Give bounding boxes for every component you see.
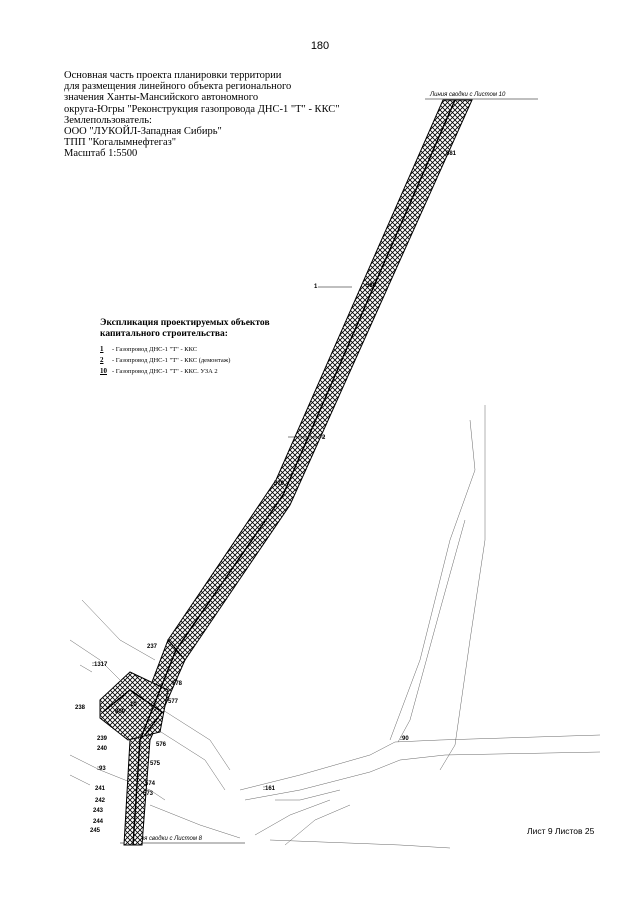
legend-item-number: 2 [100,356,104,364]
parcel-label: :161 [263,786,276,792]
legend-title-line: капитального строительства: [100,329,228,339]
parcel-label: 578 [172,681,183,687]
legend-item-number: 10 [100,367,107,375]
scale-label: Масштаб 1:5500 [64,148,138,160]
marker-2-label: 2 [322,435,326,441]
legend-item: 2 - Газопровод ДНС-1 "Т" - ККС (демонтаж) [100,355,270,366]
parcel-label: 240 [97,746,108,752]
parcel-label: 241 [95,786,106,792]
legend-item: 10 - Газопровод ДНС-1 "Т" - ККС. УЗА 2 [100,366,270,377]
parcel-label: 237 [147,644,158,650]
parcel-label: 242 [95,798,106,804]
title-line: округа-Югры "Реконструкция газопровода Д… [64,103,340,115]
parcel-label: :90 [400,736,409,742]
marker-1: 1 [314,284,352,290]
parcel-label: 238 [75,705,86,711]
parcel-label: 245 [90,828,101,834]
sheet-label: Лист 9 Листов 25 [527,826,595,836]
legend-item: 1 - Газопровод ДНС-1 "Т" - ККС [100,344,270,355]
parcel-label: 581 [446,151,457,157]
title-line: ООО "ЛУКОЙЛ-Западная Сибирь" [64,126,222,138]
parcel-label: 243 [93,808,104,814]
pipeline-centerline [102,99,456,846]
parcel-label: 577 [168,699,179,705]
legend: Экспликация проектируемых объектов капит… [100,318,270,377]
title-line: Землепользователь: [64,114,152,126]
title-line: Основная часть проекта планировки террит… [64,70,282,81]
parcel-label: 573 [143,791,154,797]
marker-10-label: 10 [130,702,137,708]
match-line-bottom-label: Линия сводки с Листом 8 [129,836,203,842]
parcel-label: 579 [274,481,285,487]
match-line-top: Линия сводки с Листом 10 [425,92,538,100]
marker-1-label: 1 [314,284,318,290]
legend-item-text: - Газопровод ДНС-1 "Т" - ККС. УЗА 2 [112,368,218,375]
parcel-label: :93 [97,766,106,772]
marker-2: 2 [288,435,326,441]
parcel-label: 576 [156,742,167,748]
legend-items: 1 - Газопровод ДНС-1 "Т" - ККС 2 - Газопро… [100,344,270,377]
parcel-label: 574 [145,781,156,787]
legend-title-line: Экспликация проектируемых объектов [100,318,270,328]
marker-10: 10 [130,702,137,708]
title-line: для размещения линейного объекта региона… [64,81,292,93]
title-line: ТПП "Когалымнефтегаз" [64,137,177,149]
title-line: значения Ханты-Мансийского автономного [64,92,259,104]
parcel-label: 800 [115,709,126,715]
parcel-label: :1317 [92,662,108,668]
page-number: 180 [310,40,330,52]
parcel-label: 580 [366,283,377,289]
parcel-label: 575 [150,761,161,767]
match-line-top-label: Линия сводки с Листом 10 [429,92,506,98]
legend-title: Экспликация проектируемых объектов капит… [100,318,270,340]
title-block: Основная часть проекта планировки террит… [64,70,340,160]
legend-item-text: - Газопровод ДНС-1 "Т" - ККС (демонтаж) [112,357,231,364]
legend-item-text: - Газопровод ДНС-1 "Т" - ККС [112,346,198,353]
parcel-labels: 581 580 579 237 :1317 238 800 239 240 :9… [75,151,457,834]
parcel-label: 244 [93,819,104,825]
parcel-label: 239 [97,736,108,742]
parcel-boundaries [69,405,601,849]
pipeline-corridor [99,99,473,846]
legend-item-number: 1 [100,345,104,353]
